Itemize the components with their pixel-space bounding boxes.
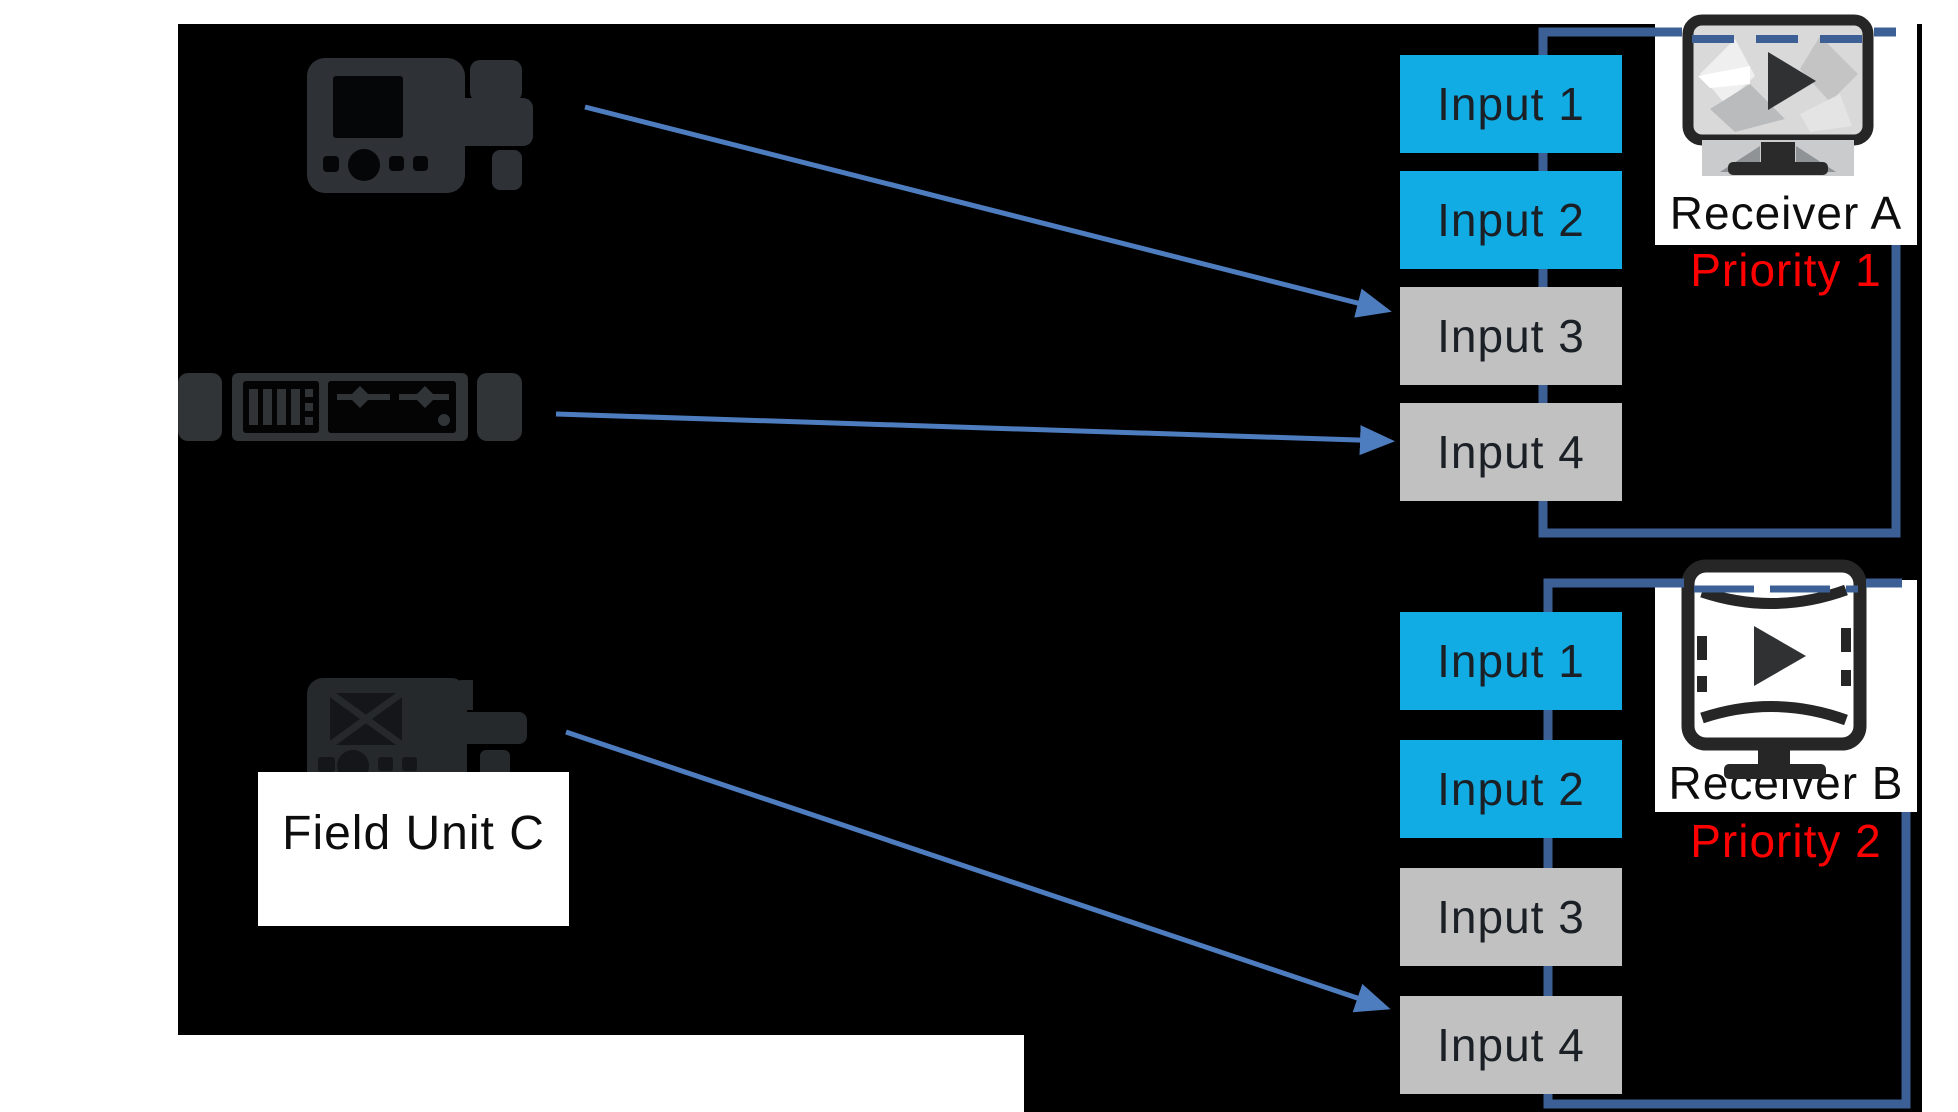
receiver-a-input-1: Input 1: [1400, 55, 1622, 153]
receiver-b-priority: Priority 2: [1690, 815, 1882, 867]
receiver-a-input-2: Input 2: [1400, 171, 1622, 269]
input-label: Input 2: [1437, 763, 1585, 815]
input-label: Input 3: [1437, 891, 1585, 943]
input-label: Input 1: [1437, 78, 1585, 130]
field-unit-c-label: Field Unit C: [282, 807, 545, 860]
receiver-b-input-4: Input 4: [1400, 996, 1622, 1094]
receiver-a-input-3: Input 3: [1400, 287, 1622, 385]
input-label: Input 2: [1437, 194, 1585, 246]
input-label: Input 4: [1437, 426, 1585, 478]
input-label: Input 3: [1437, 310, 1585, 362]
receiver-b-input-2: Input 2: [1400, 740, 1622, 838]
input-label: Input 4: [1437, 1019, 1585, 1071]
receiver-b-input-3: Input 3: [1400, 868, 1622, 966]
receiver-a-priority: Priority 1: [1690, 244, 1882, 296]
receiver-b-monitor-icon: [1681, 559, 1867, 779]
receiver-b-input-1: Input 1: [1400, 612, 1622, 710]
field-unit-c-label-box: [258, 772, 569, 926]
receiver-a-name: Receiver A: [1669, 187, 1903, 239]
receiver-a-monitor-icon: [1682, 14, 1874, 176]
receiver-a-input-4: Input 4: [1400, 403, 1622, 501]
input-label: Input 1: [1437, 635, 1585, 687]
